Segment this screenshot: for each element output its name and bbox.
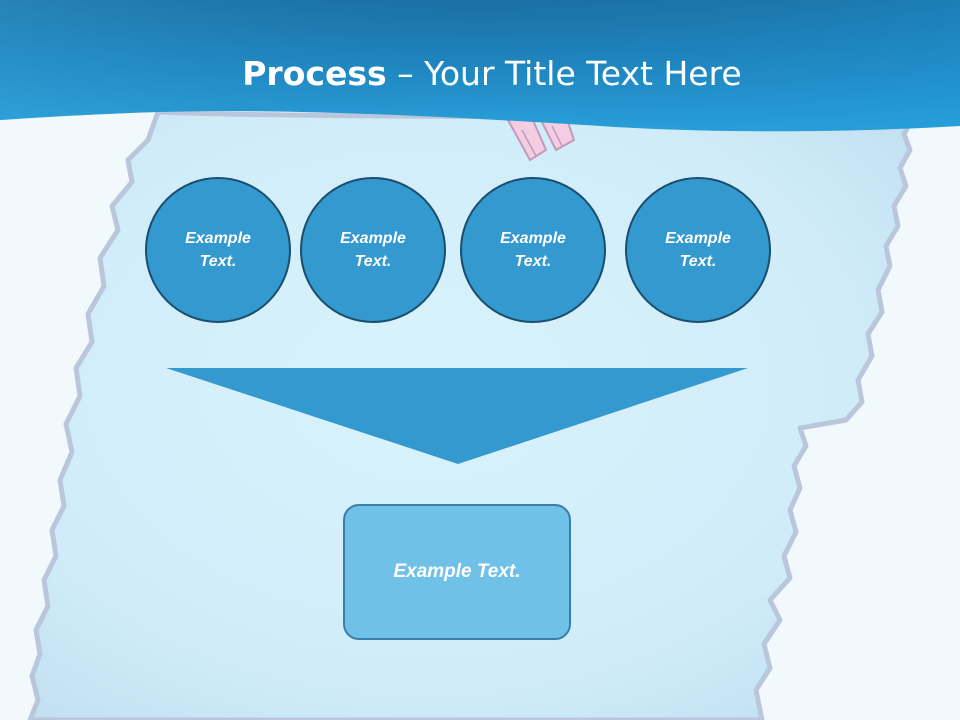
step-label: Example Text. <box>185 230 251 270</box>
title-rest: – Your Title Text Here <box>386 54 742 93</box>
step-circle-2: Example Text. <box>300 177 446 323</box>
step-circle-3: Example Text. <box>460 177 606 323</box>
step-label: Example Text. <box>500 230 566 270</box>
step-circle-4: Example Text. <box>625 177 771 323</box>
step-label: Example Text. <box>665 230 731 270</box>
step-circle-1: Example Text. <box>145 177 291 323</box>
funnel-arrow <box>166 368 748 464</box>
result-box: Example Text. <box>343 504 571 640</box>
title-bold: Process <box>242 54 387 93</box>
result-label: Example Text. <box>393 561 521 582</box>
ribbon-decoration <box>506 114 576 162</box>
page-title: Process – Your Title Text Here <box>0 52 960 96</box>
step-label: Example Text. <box>340 230 406 270</box>
